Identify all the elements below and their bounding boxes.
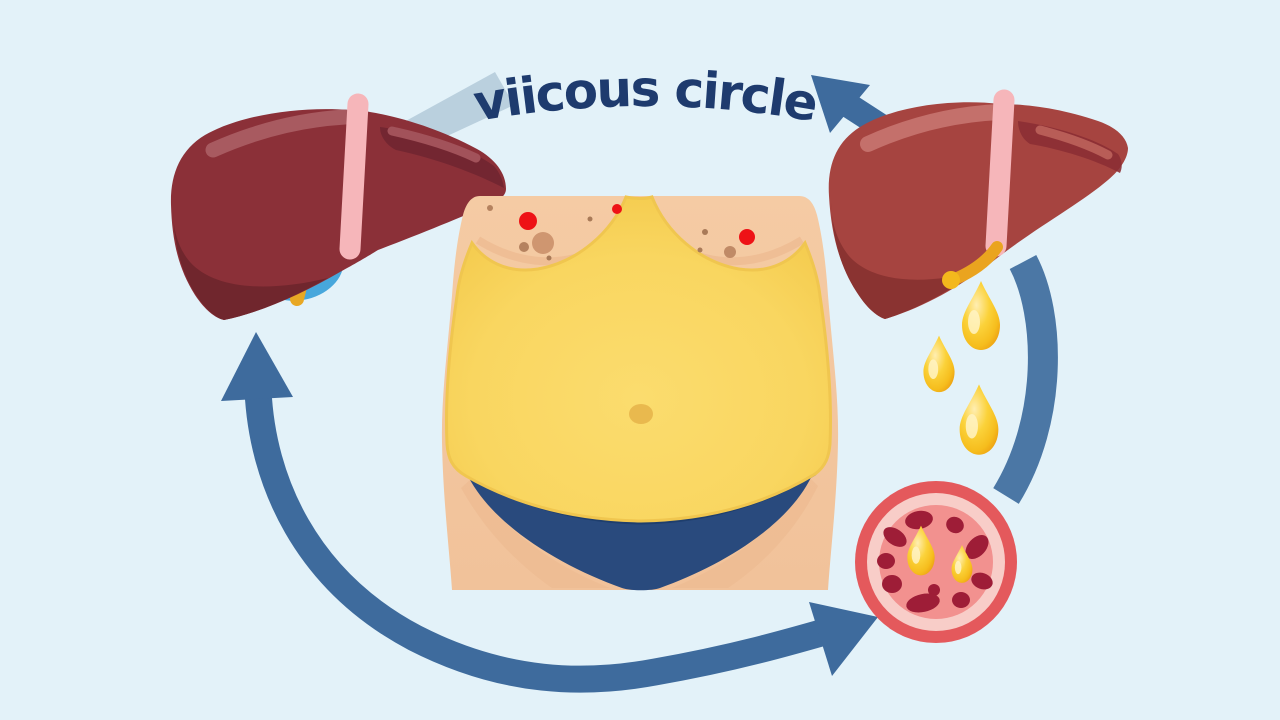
liver-shade [831, 202, 978, 319]
cell-cytoplasm [879, 505, 993, 619]
obese-torso-illustration [441, 195, 839, 591]
arc-segment-right [993, 255, 1058, 504]
liver-gloss-small [387, 126, 481, 163]
fat-drip-blob [942, 271, 960, 289]
liver-body [828, 102, 1128, 319]
liver-lobe-shade [380, 127, 504, 188]
belly-fat-overlay [444, 195, 833, 523]
ligament-band [339, 93, 369, 260]
liver-gloss [860, 104, 1008, 152]
healthy-liver-illustration [170, 93, 506, 320]
cell-fat-droplets [907, 525, 973, 583]
liver-shade [173, 210, 328, 320]
arrow-bottom-left [221, 332, 878, 693]
fat-droplets [923, 281, 1000, 455]
fat-cell-illustration [855, 481, 1017, 643]
fatty-liver-dripping-fat-illustration [828, 89, 1128, 455]
ligament-band [985, 89, 1015, 257]
cell-organelles [877, 510, 993, 613]
liver-gloss [205, 109, 353, 158]
liver-body [170, 109, 506, 320]
arrowhead-up [221, 332, 293, 401]
arrowhead-right [809, 602, 878, 676]
skin-spots [487, 204, 755, 261]
navel [629, 404, 653, 424]
thigh-shade-left [461, 480, 610, 588]
briefs [466, 471, 814, 591]
liver-gloss-small [1035, 125, 1113, 160]
